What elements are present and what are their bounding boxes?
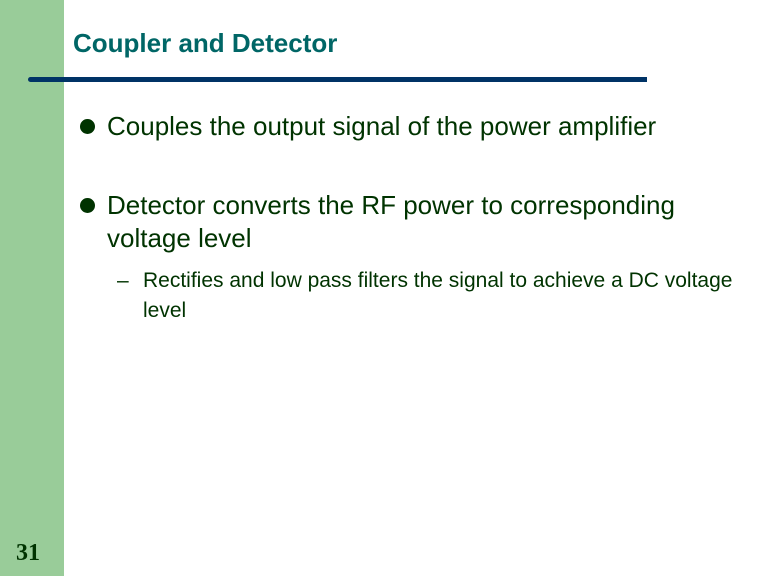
- slide-title: Coupler and Detector: [73, 28, 338, 58]
- sub-bullet-text: Rectifies and low pass filters the signa…: [143, 269, 733, 322]
- sidebar-band: [0, 0, 64, 576]
- title-underline: [28, 77, 647, 82]
- page-number: 31: [16, 540, 40, 566]
- bullet-text: Couples the output signal of the power a…: [107, 111, 657, 141]
- dash-icon: –: [117, 269, 129, 292]
- bullet-dot-icon: [80, 119, 95, 134]
- bullet-text: Detector converts the RF power to corres…: [107, 190, 675, 253]
- bullet-item: Detector converts the RF power to corres…: [80, 189, 680, 255]
- bullet-item: Couples the output signal of the power a…: [80, 110, 680, 143]
- sub-bullet-item: – Rectifies and low pass filters the sig…: [117, 266, 737, 326]
- bullet-dot-icon: [80, 198, 95, 213]
